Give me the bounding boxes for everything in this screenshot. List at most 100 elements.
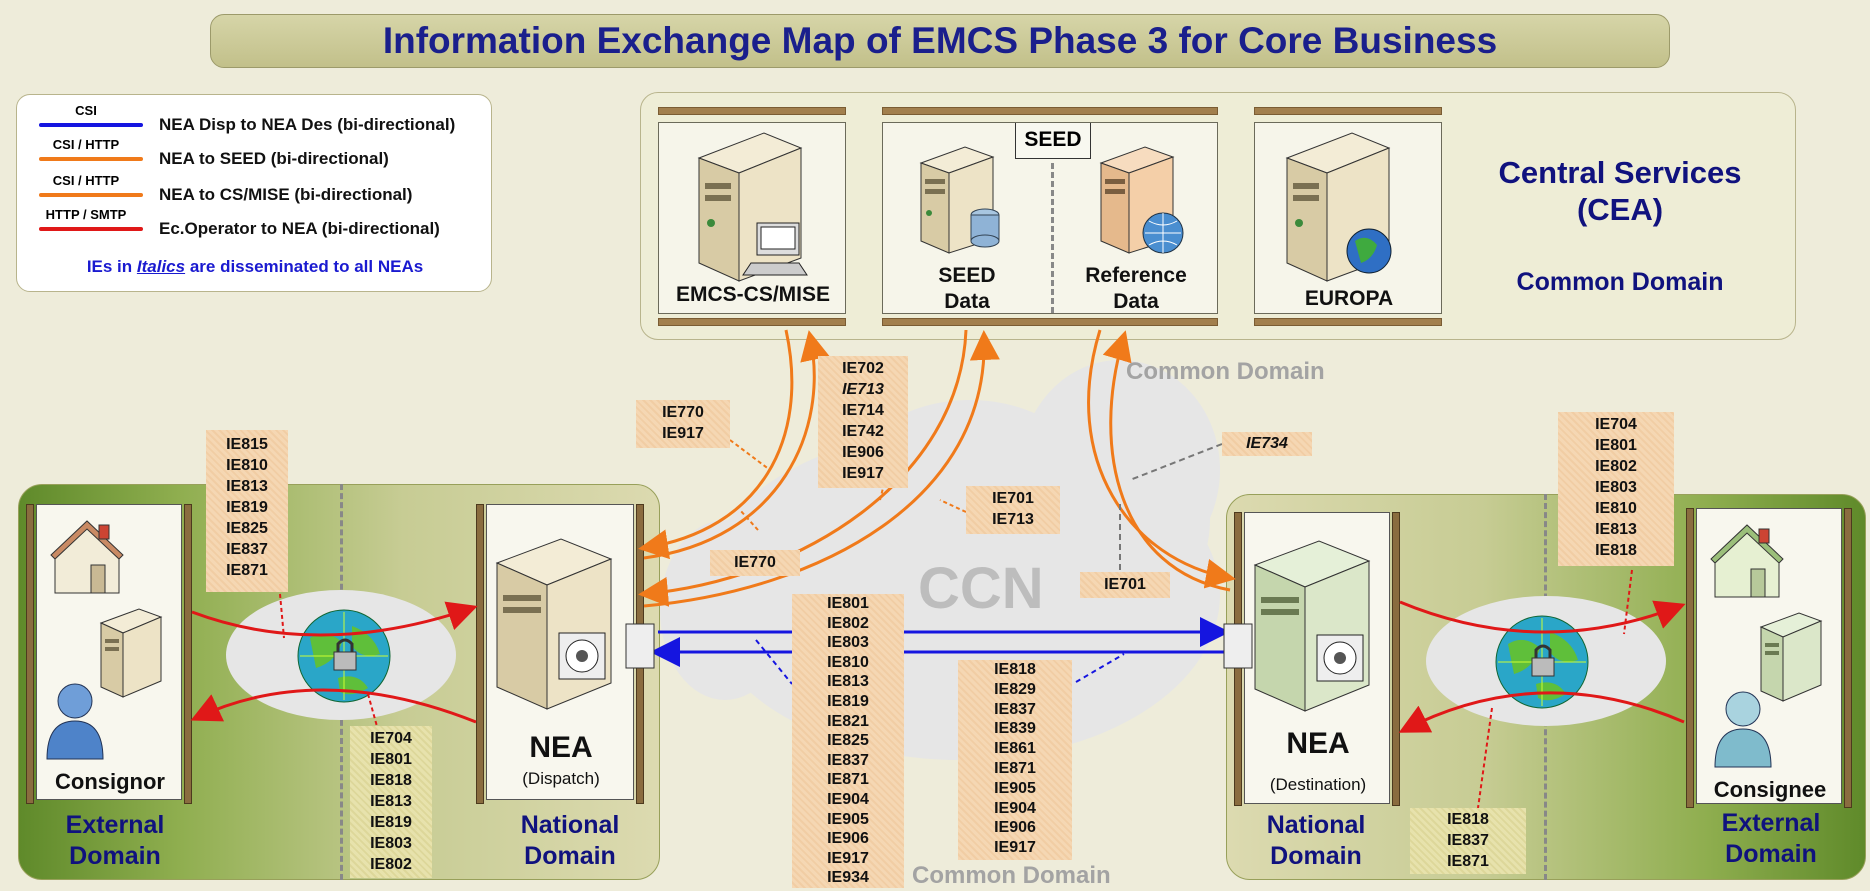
consignor-label: Consignor [55,769,165,794]
reference-data-label: Reference Data [1085,264,1187,313]
nea-destination-panel: NEA (Destination) [1244,512,1390,804]
rail [1254,318,1442,326]
legend-item-cs-mise: CSI / HTTP NEA to CS/MISE (bi-directiona… [27,173,483,205]
user-icon [1714,691,1772,768]
house-icon [50,520,124,594]
nea-destination-label: NEA [1286,727,1350,760]
legend-text: NEA to CS/MISE (bi-directional) [159,185,413,204]
orange-flow [638,329,968,607]
ie-code: IE861 [994,740,1036,758]
ie-code: IE934 [827,869,869,887]
ie-code: IE818 [1447,811,1489,828]
ie-list-770: IE770 [710,550,800,576]
ie-code: IE702 [842,360,884,377]
legend-note: IEs in Italics are disseminated to all N… [17,257,493,277]
ie-code: IE825 [827,732,869,750]
ie-code: IE917 [842,465,884,482]
user-icon [46,683,104,760]
legend-item-operator: HTTP / SMTP Ec.Operator to NEA (bi-direc… [27,207,483,239]
legend-item-seed: CSI / HTTP NEA to SEED (bi-directional) [27,137,483,169]
legend-item-csi: CSI NEA Disp to NEA Des (bi-directional) [27,103,483,135]
seed-title: SEED [1015,123,1091,159]
europa-box: EUROPA [1254,122,1442,314]
seed-box: SEED SEED Data Reference Data [882,122,1218,314]
ie-code: IE802 [827,614,869,632]
right-external-domain: External Domain [1721,809,1821,868]
nea-dispatch-panel: NEA (Dispatch) [486,504,634,800]
connector-plug [625,623,655,669]
ie-code: IE813 [827,673,869,691]
ie-code: IE905 [827,810,869,828]
rail [658,107,846,115]
ie-code: IE904 [827,790,869,808]
central-services-heading: Central Services (CEA) [1498,155,1742,227]
server-icon [697,132,808,282]
legend-note-italic: Italics [136,257,186,276]
ie-code: IE818 [994,661,1036,678]
ie-code: IE802 [1595,458,1637,475]
ie-code-italic: IE713 [842,381,884,398]
right-national-domain: National Domain [1266,811,1366,870]
ie-code: IE825 [226,520,268,537]
ie-list-701: IE701 [1080,572,1170,598]
globe-server-icon [1099,146,1184,254]
legend-tag: CSI / HTTP [52,137,120,152]
rail [1254,107,1442,115]
legend-note-post: are disseminated to all NEAs [185,257,424,276]
computer-server-icon [1759,612,1823,702]
europa-server-icon [1285,132,1392,282]
panel-post [26,504,34,804]
legend-note-pre: IEs in [86,257,137,276]
nea-dispatch-label: NEA [529,731,593,764]
ie-code: IE713 [992,511,1034,528]
ie-code: IE871 [226,562,268,579]
nea-server-icon [495,538,613,710]
ie-code: IE917 [994,839,1036,857]
ie-code: IE819 [827,692,869,710]
ie-code: IE802 [370,856,412,873]
ie-code: IE803 [370,835,412,852]
ie-list-734: IE734 [1222,432,1312,456]
legend-line-orange [39,193,143,197]
ie-code: IE770 [734,554,776,571]
common-domain-bottom: Common Domain [912,862,1111,889]
ie-code: IE819 [370,814,412,831]
legend-tag: CSI [75,103,97,118]
ie-code: IE742 [842,423,884,440]
europa-label: EUROPA [1304,287,1394,310]
legend-tag: CSI / HTTP [52,173,120,188]
panel-post [476,504,484,804]
red-flow [191,601,478,637]
ie-code: IE813 [226,478,268,495]
secure-globe-icon [1495,615,1589,709]
title-bar: Information Exchange Map of EMCS Phase 3… [210,14,1670,68]
ie-code: IE810 [827,653,869,671]
computer-server-icon [99,608,163,698]
legend: CSI NEA Disp to NEA Des (bi-directional)… [16,94,492,292]
ie-code: IE810 [226,457,268,474]
ie-code: IE704 [370,730,412,747]
database-server-icon [919,146,1000,254]
ie-code: IE904 [994,799,1036,817]
ie-code: IE810 [1595,500,1637,517]
ie-code: IE701 [992,490,1034,507]
ie-code-italic: IE734 [1246,435,1288,452]
emcs-cs-mise-box: EMCS-CS/MISE [658,122,846,314]
ie-code: IE905 [994,779,1036,797]
ie-code: IE829 [994,680,1036,698]
nea-dispatch-sub: (Dispatch) [522,769,600,788]
legend-line-blue [39,123,143,127]
ie-code: IE906 [827,830,869,848]
legend-line-orange [39,157,143,161]
ie-code: IE837 [226,541,268,558]
common-domain-label: Common Domain [1516,268,1724,296]
legend-text: NEA Disp to NEA Des (bi-directional) [159,115,456,134]
ie-code: IE819 [226,499,268,516]
ie-code: IE770 [662,404,704,421]
